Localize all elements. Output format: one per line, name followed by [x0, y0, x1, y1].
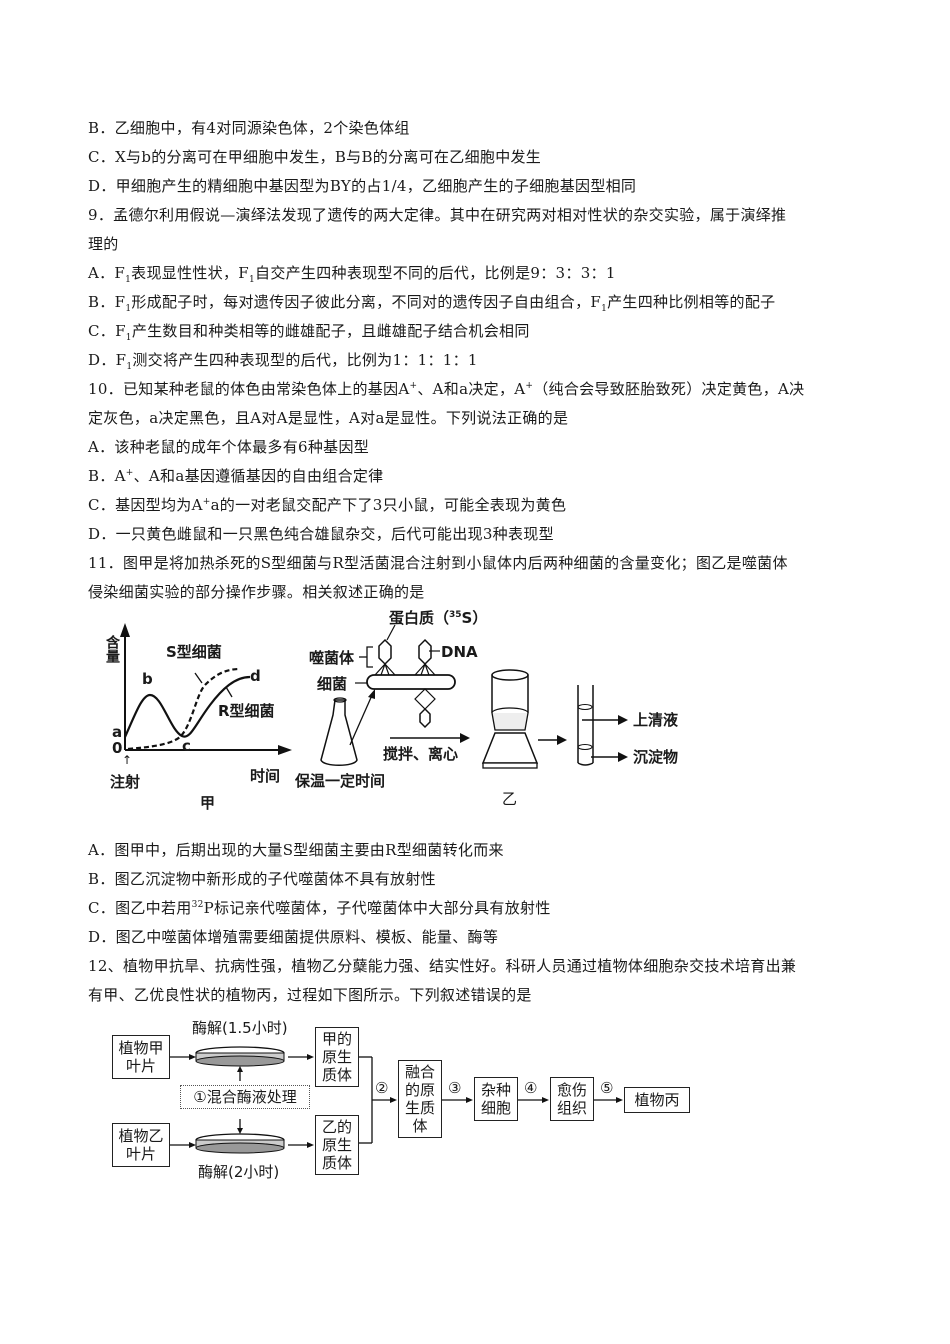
step1-mixed-enzyme-box: ①混合酶液处理 [180, 1085, 310, 1109]
q9-option-a: A．F1表现显性性状，F1自交产生四种表现型不同的后代，比例是9：3：3：1 [88, 264, 616, 285]
q9-stem-line1: 9．孟德尔利用假说—演绎法发现了遗传的两大定律。其中在研究两对相对性状的杂交实验… [88, 206, 787, 224]
point-b: b [142, 670, 153, 688]
origin-label: 0 [112, 739, 123, 757]
q9-option-b: B．F1形成配子时，每对遗传因子彼此分离，不同对的遗传因子自由组合，F1产生四种… [88, 293, 776, 314]
inject-label: 注射 [110, 773, 141, 791]
sediment-label: 沉淀物 [633, 748, 679, 766]
q11-option-d: D．图乙中噬菌体增殖需要细菌提供原料、模板、能量、酶等 [88, 928, 499, 946]
enzyme-bottom-label: 酶解(2小时) [198, 1163, 280, 1181]
inject-arrow-icon: ↑ [122, 753, 133, 767]
supernatant-label: 上清液 [633, 711, 679, 729]
plant-a-leaf-box: 植物甲叶片 [112, 1035, 170, 1079]
step2-label: ② [375, 1079, 389, 1097]
protein-label: 蛋白质（35S） [389, 609, 488, 627]
q11-option-b: B．图乙沉淀物中新形成的子代噬菌体不具有放射性 [88, 870, 436, 888]
q9-option-d: D．F1测交将产生四种表现型的后代，比例为1：1：1：1 [88, 351, 478, 372]
figure-yi-phage-experiment: 蛋白质（35S） 噬菌体 DNA 细菌 搅拌、离心 保温一定时间 上清液 沉淀物… [295, 605, 715, 815]
x-axis-label: 时间 [250, 767, 281, 785]
phage-label: 噬菌体 [309, 649, 355, 667]
q9-stem-line2: 理的 [88, 235, 119, 253]
q10-option-a: A．该种老鼠的成年个体最多有6种基因型 [88, 438, 370, 456]
protoplast-a-box: 甲的原生质体 [315, 1027, 359, 1087]
q10-option-c: C．基因型均为A+a的一对老鼠交配产下了3只小鼠，可能全表现为黄色 [88, 496, 567, 514]
q11-stem-line1: 11．图甲是将加热杀死的S型细菌与R型活菌混合注射到小鼠体内后两种细菌的含量变化… [88, 554, 788, 572]
dna-label: DNA [441, 643, 478, 661]
hybrid-cell-box: 杂种细胞 [474, 1077, 518, 1121]
callus-box: 愈伤组织 [550, 1077, 594, 1121]
step5-label: ⑤ [600, 1079, 614, 1097]
bacteria-label: 细菌 [317, 675, 348, 693]
step4-label: ④ [524, 1079, 538, 1097]
figure-jia-caption: 甲 [200, 794, 216, 812]
q8-option-b: B．乙细胞中，有4对同源染色体，2个染色体组 [88, 119, 410, 137]
q12-stem-line1: 12、植物甲抗旱、抗病性强，植物乙分蘖能力强、结实性好。科研人员通过植物体细胞杂… [88, 957, 797, 975]
point-d: d [250, 667, 261, 685]
q10-stem-line1: 10．已知某种老鼠的体色由常染色体上的基因A+、A和a决定，A+（纯合会导致胚胎… [88, 380, 805, 398]
point-c: c [182, 737, 191, 755]
q11-option-a: A．图甲中，后期出现的大量S型细菌主要由R型细菌转化而来 [88, 841, 504, 859]
figure-somatic-hybridization-flow: 植物甲叶片 植物乙叶片 酶解(1.5小时) ①混合酶液处理 酶解(2小时) 甲的… [100, 1015, 700, 1185]
q11-stem-line2: 侵染细菌实验的部分操作步骤。相关叙述正确的是 [88, 583, 425, 601]
q8-option-c: C．X与b的分离可在甲细胞中发生，B与B的分离可在乙细胞中发生 [88, 148, 542, 166]
enzyme-top-label: 酶解(1.5小时) [192, 1019, 288, 1037]
fused-protoplast-box: 融合的原生质体 [398, 1060, 442, 1138]
plant-b-leaf-box: 植物乙叶片 [112, 1123, 170, 1167]
q10-option-b: B．A+、A和a基因遵循基因的自由组合定律 [88, 467, 384, 485]
point-a: a [112, 723, 123, 741]
y-axis-label: 含量 [104, 635, 120, 663]
q12-stem-line2: 有甲、乙优良性状的植物丙，过程如下图所示。下列叙述错误的是 [88, 986, 532, 1004]
protoplast-b-box: 乙的原生质体 [315, 1115, 359, 1175]
r-bacteria-label: R型细菌 [218, 702, 275, 720]
q11-option-c: C．图乙中若用32P标记亲代噬菌体，子代噬菌体中大部分具有放射性 [88, 899, 551, 917]
figure-jia-growth-curve: 含量 S型细菌 b d R型细菌 a 0 c ↑ 注射 时间 甲 [100, 615, 300, 815]
stir-centrifuge-label: 搅拌、离心 [383, 745, 459, 763]
q9-option-c: C．F1产生数目和种类相等的雌雄配子，且雌雄配子结合机会相同 [88, 322, 530, 343]
q10-option-d: D．一只黄色雌鼠和一只黑色纯合雄鼠杂交，后代可能出现3种表现型 [88, 525, 554, 543]
incubate-label: 保温一定时间 [295, 772, 386, 790]
s-bacteria-label: S型细菌 [166, 643, 222, 661]
q8-option-d: D．甲细胞产生的精细胞中基因型为BY的占1/4，乙细胞产生的子细胞基因型相同 [88, 177, 637, 195]
figure-yi-caption: 乙 [502, 790, 518, 808]
plant-c-box: 植物丙 [624, 1087, 690, 1113]
step3-label: ③ [448, 1079, 462, 1097]
q10-stem-line2: 定灰色，a决定黑色，且A对A是显性，A对a是显性。下列说法正确的是 [88, 409, 569, 427]
